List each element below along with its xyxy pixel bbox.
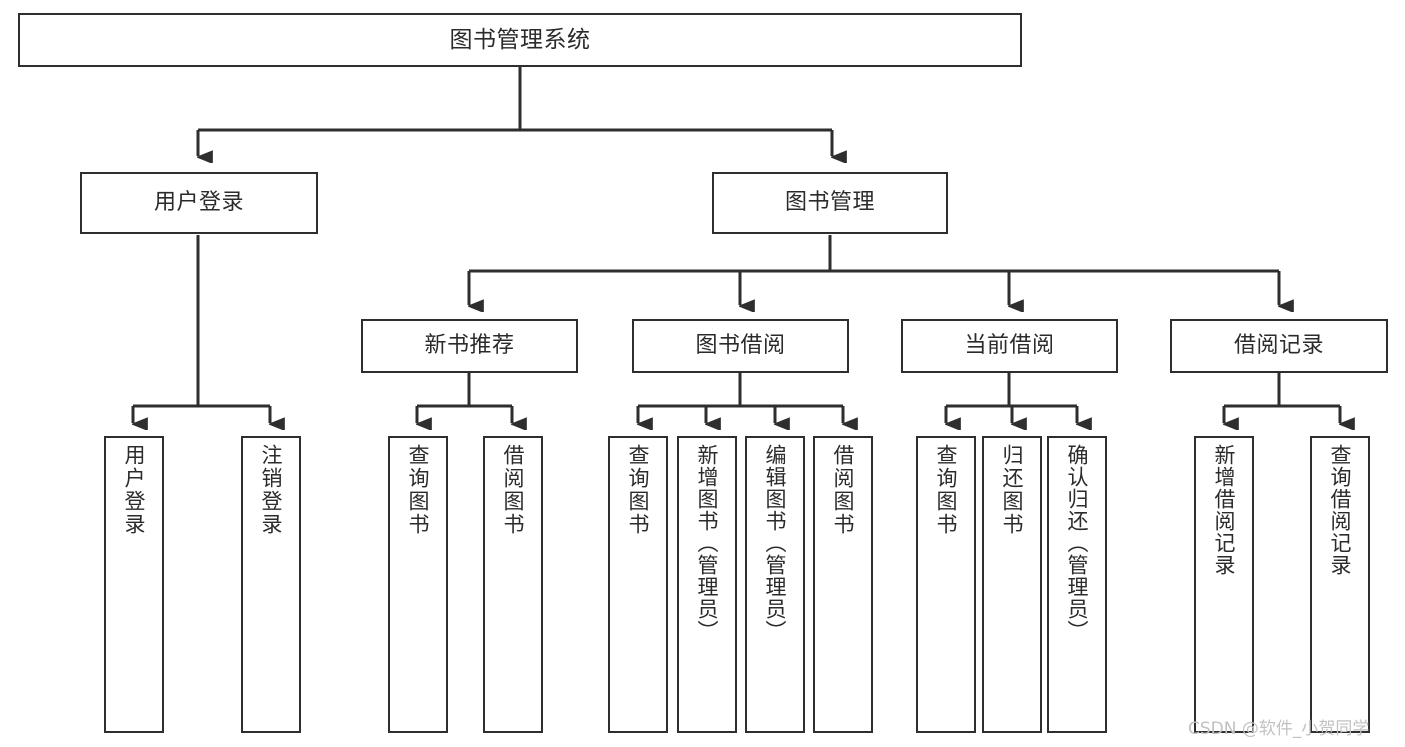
leaf-user-login[interactable]: 用户登录 xyxy=(104,436,164,733)
leaf-add-book-admin[interactable]: 新增图书（管理员） xyxy=(677,436,737,733)
node-label: 查询图书 xyxy=(934,444,959,536)
leaf-edit-book-admin[interactable]: 编辑图书（管理员） xyxy=(745,436,805,733)
node-label: 查询借阅记录 xyxy=(1328,444,1353,576)
node-user-login[interactable]: 用户登录 xyxy=(80,172,318,234)
node-label: 用户登录 xyxy=(153,190,244,216)
node-current-borrow[interactable]: 当前借阅 xyxy=(901,319,1118,373)
node-label: 借阅图书 xyxy=(501,444,526,536)
node-label: 新增图书（管理员） xyxy=(695,444,720,642)
leaf-query-book-borrow[interactable]: 查询图书 xyxy=(608,436,668,733)
node-borrow-record[interactable]: 借阅记录 xyxy=(1170,319,1388,373)
node-new-book-recommend[interactable]: 新书推荐 xyxy=(361,319,578,373)
node-label: 查询图书 xyxy=(626,444,651,536)
leaf-query-borrow-record[interactable]: 查询借阅记录 xyxy=(1310,436,1370,733)
node-book-borrow[interactable]: 图书借阅 xyxy=(632,319,849,373)
node-label: 借阅图书 xyxy=(831,444,856,536)
node-label: 用户登录 xyxy=(122,444,147,536)
node-label: 确认归还（管理员） xyxy=(1065,444,1090,642)
node-label: 图书管理系统 xyxy=(449,26,591,53)
leaf-borrow-book-borrow[interactable]: 借阅图书 xyxy=(813,436,873,733)
watermark-text: CSDN @软件_小贺同学 xyxy=(1188,719,1370,739)
leaf-add-borrow-record[interactable]: 新增借阅记录 xyxy=(1194,436,1254,733)
node-label: 编辑图书（管理员） xyxy=(763,444,788,642)
node-label: 借阅记录 xyxy=(1233,333,1324,359)
node-book-manage[interactable]: 图书管理 xyxy=(712,172,948,234)
node-label: 当前借阅 xyxy=(964,333,1055,359)
node-label: 图书管理 xyxy=(784,190,875,216)
leaf-user-logout[interactable]: 注销登录 xyxy=(241,436,301,733)
node-root-system[interactable]: 图书管理系统 xyxy=(18,13,1022,67)
leaf-confirm-return-admin[interactable]: 确认归还（管理员） xyxy=(1047,436,1107,733)
leaf-borrow-book-recommend[interactable]: 借阅图书 xyxy=(483,436,543,733)
leaf-query-book-recommend[interactable]: 查询图书 xyxy=(388,436,448,733)
node-label: 新增借阅记录 xyxy=(1212,444,1237,576)
node-label: 查询图书 xyxy=(406,444,431,536)
node-label: 归还图书 xyxy=(1000,444,1025,536)
leaf-query-book-current[interactable]: 查询图书 xyxy=(916,436,976,733)
leaf-return-book[interactable]: 归还图书 xyxy=(982,436,1042,733)
node-label: 新书推荐 xyxy=(424,333,515,359)
node-label: 图书借阅 xyxy=(695,333,786,359)
node-label: 注销登录 xyxy=(259,444,284,536)
